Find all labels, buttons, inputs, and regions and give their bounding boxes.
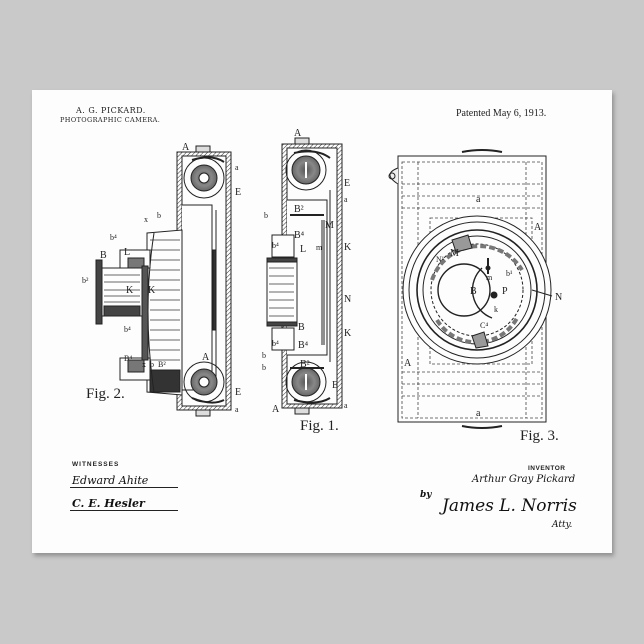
svg-text:a: a <box>235 163 239 172</box>
svg-text:b: b <box>262 351 266 360</box>
svg-text:L: L <box>300 244 306 255</box>
header-patent-date: Patented May 6, 1913. <box>456 108 547 119</box>
svg-text:a: a <box>476 408 481 419</box>
svg-text:B: B <box>100 250 107 261</box>
svg-text:a: a <box>476 194 481 205</box>
svg-text:a: a <box>344 401 348 410</box>
svg-text:C⁴: C⁴ <box>480 321 488 330</box>
svg-text:M: M <box>325 220 334 231</box>
svg-text:B²: B² <box>300 359 310 370</box>
svg-text:b: b <box>262 363 266 372</box>
svg-text:b⁴: b⁴ <box>124 325 131 334</box>
svg-text:K: K <box>344 242 352 253</box>
svg-text:b⁴: b⁴ <box>272 339 279 348</box>
inventor-signature: Arthur Gray Pickard <box>472 474 576 485</box>
attorney-signature: James L. Norris <box>442 496 577 516</box>
svg-text:N: N <box>344 294 351 305</box>
svg-text:a: a <box>235 405 239 414</box>
svg-text:b: b <box>150 360 154 369</box>
svg-text:B²: B² <box>294 204 304 215</box>
svg-text:b¹: b¹ <box>506 269 513 278</box>
witness-signature-1: Edward Ahite <box>72 474 149 487</box>
svg-text:b: b <box>157 211 161 220</box>
svg-text:b⁴: b⁴ <box>272 241 279 250</box>
figure-2-label: Fig. 2. <box>86 386 125 402</box>
svg-text:A: A <box>404 358 412 369</box>
svg-text:b²: b² <box>82 276 89 285</box>
svg-text:B⁴: B⁴ <box>294 230 305 241</box>
svg-text:E: E <box>235 387 241 398</box>
svg-text:A: A <box>272 404 280 415</box>
svg-text:E: E <box>332 380 338 391</box>
svg-text:K: K <box>148 285 156 296</box>
witness-signature-line-2 <box>70 510 178 511</box>
svg-text:A: A <box>534 222 542 233</box>
svg-text:N: N <box>555 292 562 303</box>
figure-3-drawing: a A N¹ M m b¹ B P N k C⁴ A a <box>388 149 562 429</box>
svg-text:x: x <box>144 215 148 224</box>
header-inventor-name: A. G. PICKARD. <box>76 106 146 115</box>
patent-drawings: A a E x b b⁴ L B b² K K b⁴ B⁴ x b B² A E… <box>82 128 562 429</box>
svg-text:A: A <box>202 352 210 363</box>
figure-3-label: Fig. 3. <box>520 428 559 444</box>
header-title: PHOTOGRAPHIC CAMERA. <box>60 116 161 124</box>
witness-signature-line-1 <box>70 487 178 488</box>
svg-text:L: L <box>124 247 130 258</box>
svg-text:N¹: N¹ <box>436 255 445 264</box>
svg-text:E: E <box>344 178 350 189</box>
svg-text:B: B <box>470 286 477 297</box>
patent-poster: A. G. PICKARD. PHOTOGRAPHIC CAMERA. Pate… <box>32 90 612 553</box>
witnesses-label: WITNESSES <box>72 461 120 468</box>
svg-text:b⁴: b⁴ <box>110 233 117 242</box>
svg-text:K: K <box>126 285 134 296</box>
figure-1-drawing: A E a b B² M B⁴ b⁴ L m K N B b⁴ B⁴ K b b… <box>262 128 352 415</box>
svg-text:m: m <box>316 243 323 252</box>
svg-text:k: k <box>494 305 498 314</box>
attorney-suffix: Atty. <box>552 520 573 530</box>
svg-text:M: M <box>450 248 459 259</box>
svg-text:m: m <box>486 273 493 282</box>
inventor-label: INVENTOR <box>528 465 566 472</box>
by-text: by <box>420 490 432 500</box>
svg-text:B⁴: B⁴ <box>124 354 132 363</box>
svg-text:a: a <box>344 195 348 204</box>
svg-text:P: P <box>502 286 508 297</box>
svg-text:B²: B² <box>158 360 166 369</box>
witness-signature-2: C. E. Hesler <box>72 497 145 510</box>
svg-text:K: K <box>344 328 352 339</box>
figure-2-drawing: A a E x b b⁴ L B b² K K b⁴ B⁴ x b B² A E… <box>82 142 241 417</box>
svg-text:B: B <box>298 322 305 333</box>
figure-1-label: Fig. 1. <box>300 418 339 434</box>
svg-text:b: b <box>264 211 268 220</box>
svg-text:A: A <box>182 142 190 153</box>
svg-text:A: A <box>294 128 302 139</box>
svg-text:x: x <box>142 360 146 369</box>
svg-text:B⁴: B⁴ <box>298 340 309 351</box>
svg-text:E: E <box>235 187 241 198</box>
